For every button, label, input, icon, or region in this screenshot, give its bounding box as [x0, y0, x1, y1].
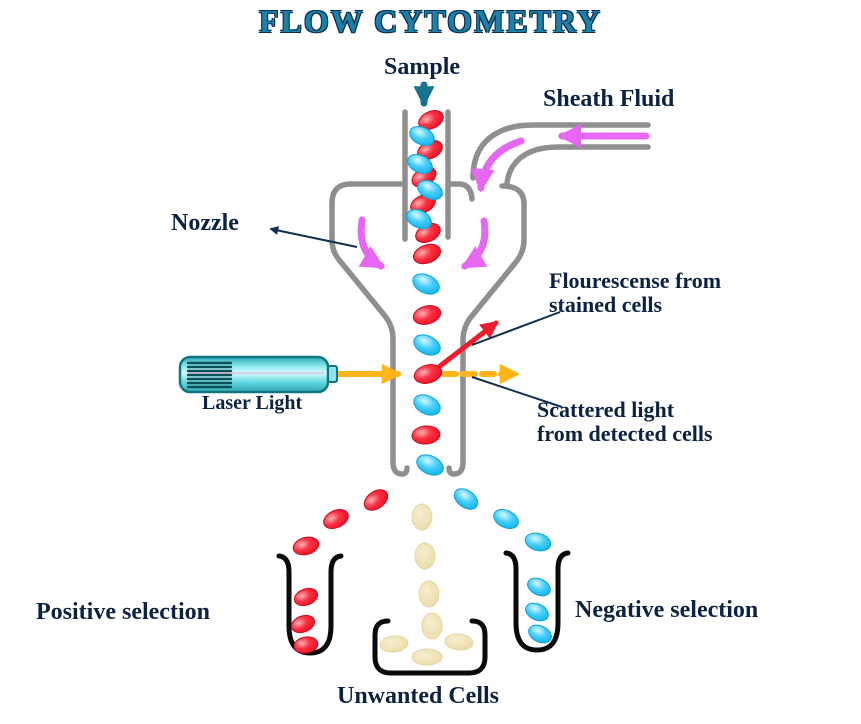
fluorescence-label: Flourescense from stained cells	[549, 268, 722, 318]
unwanted-cells-label: Unwanted Cells	[337, 683, 500, 709]
annotation-lines	[269, 226, 563, 408]
scattered-leader-line	[471, 376, 563, 408]
sheath-pipe-outer-wall	[470, 122, 651, 181]
sample-label: Sample	[384, 54, 461, 80]
nozzle-and-pipes	[329, 109, 651, 477]
cyan-cell	[416, 454, 444, 476]
funnel-left-outline	[329, 181, 410, 477]
cyan-cell	[528, 624, 552, 644]
red-cell	[290, 614, 316, 634]
laser-vent-lines	[186, 361, 233, 389]
beige-cell	[421, 612, 443, 640]
cyan-cell	[453, 488, 479, 510]
funnel-top-right-stub	[446, 181, 475, 202]
red-cell	[412, 305, 442, 325]
red-cell	[293, 587, 319, 607]
red-cell	[292, 536, 320, 556]
light-arrows	[332, 320, 521, 385]
fluorescence-arrow	[437, 320, 499, 369]
diagram-title: FLOW CYTOMETRY	[258, 3, 603, 39]
red-cell	[413, 364, 443, 384]
cyan-cell	[525, 602, 549, 622]
beige-cell	[411, 648, 443, 666]
cells-layer	[290, 110, 552, 666]
cyan-cell	[407, 154, 433, 174]
cyan-cell	[406, 209, 432, 229]
beige-cell	[414, 542, 436, 570]
cyan-cell	[409, 126, 435, 146]
red-cell	[323, 509, 349, 529]
fluorescence-leader-line	[471, 311, 561, 346]
laser-light-label: Laser Light	[202, 392, 303, 414]
red-cell	[293, 636, 319, 654]
cyan-cell	[413, 334, 441, 356]
beige-cell	[418, 580, 440, 608]
red-cell	[411, 425, 441, 445]
cyan-cell	[413, 394, 441, 416]
sheath-arrow-funnel-right	[460, 217, 489, 270]
red-cell	[363, 489, 389, 511]
sheath-flow-arrows	[357, 124, 650, 270]
laser-device	[178, 355, 338, 394]
nozzle-label: Nozzle	[171, 210, 239, 236]
red-cell	[418, 110, 444, 130]
cyan-cell	[493, 509, 519, 529]
scattered-light-label: Scattered light from detected cells	[537, 397, 713, 447]
cyan-cell	[527, 577, 551, 597]
beige-cell	[379, 635, 409, 653]
nozzle-leader-line	[269, 226, 358, 248]
cyan-cell	[524, 532, 552, 552]
sheath-arrow-funnel-left	[357, 216, 386, 270]
cyan-cell	[412, 273, 440, 295]
negative-test-tube	[503, 550, 571, 653]
positive-selection-label: Positive selection	[36, 599, 210, 625]
negative-selection-label: Negative selection	[575, 597, 759, 623]
cyan-cell	[417, 180, 443, 200]
beige-cell	[444, 633, 474, 651]
sheath-arrow-pipe-down	[470, 137, 525, 193]
sheath-fluid-label: Sheath Fluid	[543, 86, 675, 112]
beige-cell	[411, 503, 433, 531]
red-cell	[412, 243, 442, 265]
funnel-right-outline	[446, 183, 527, 477]
sheath-pipe-inner-wall	[504, 144, 651, 186]
laser-tip	[327, 365, 338, 383]
